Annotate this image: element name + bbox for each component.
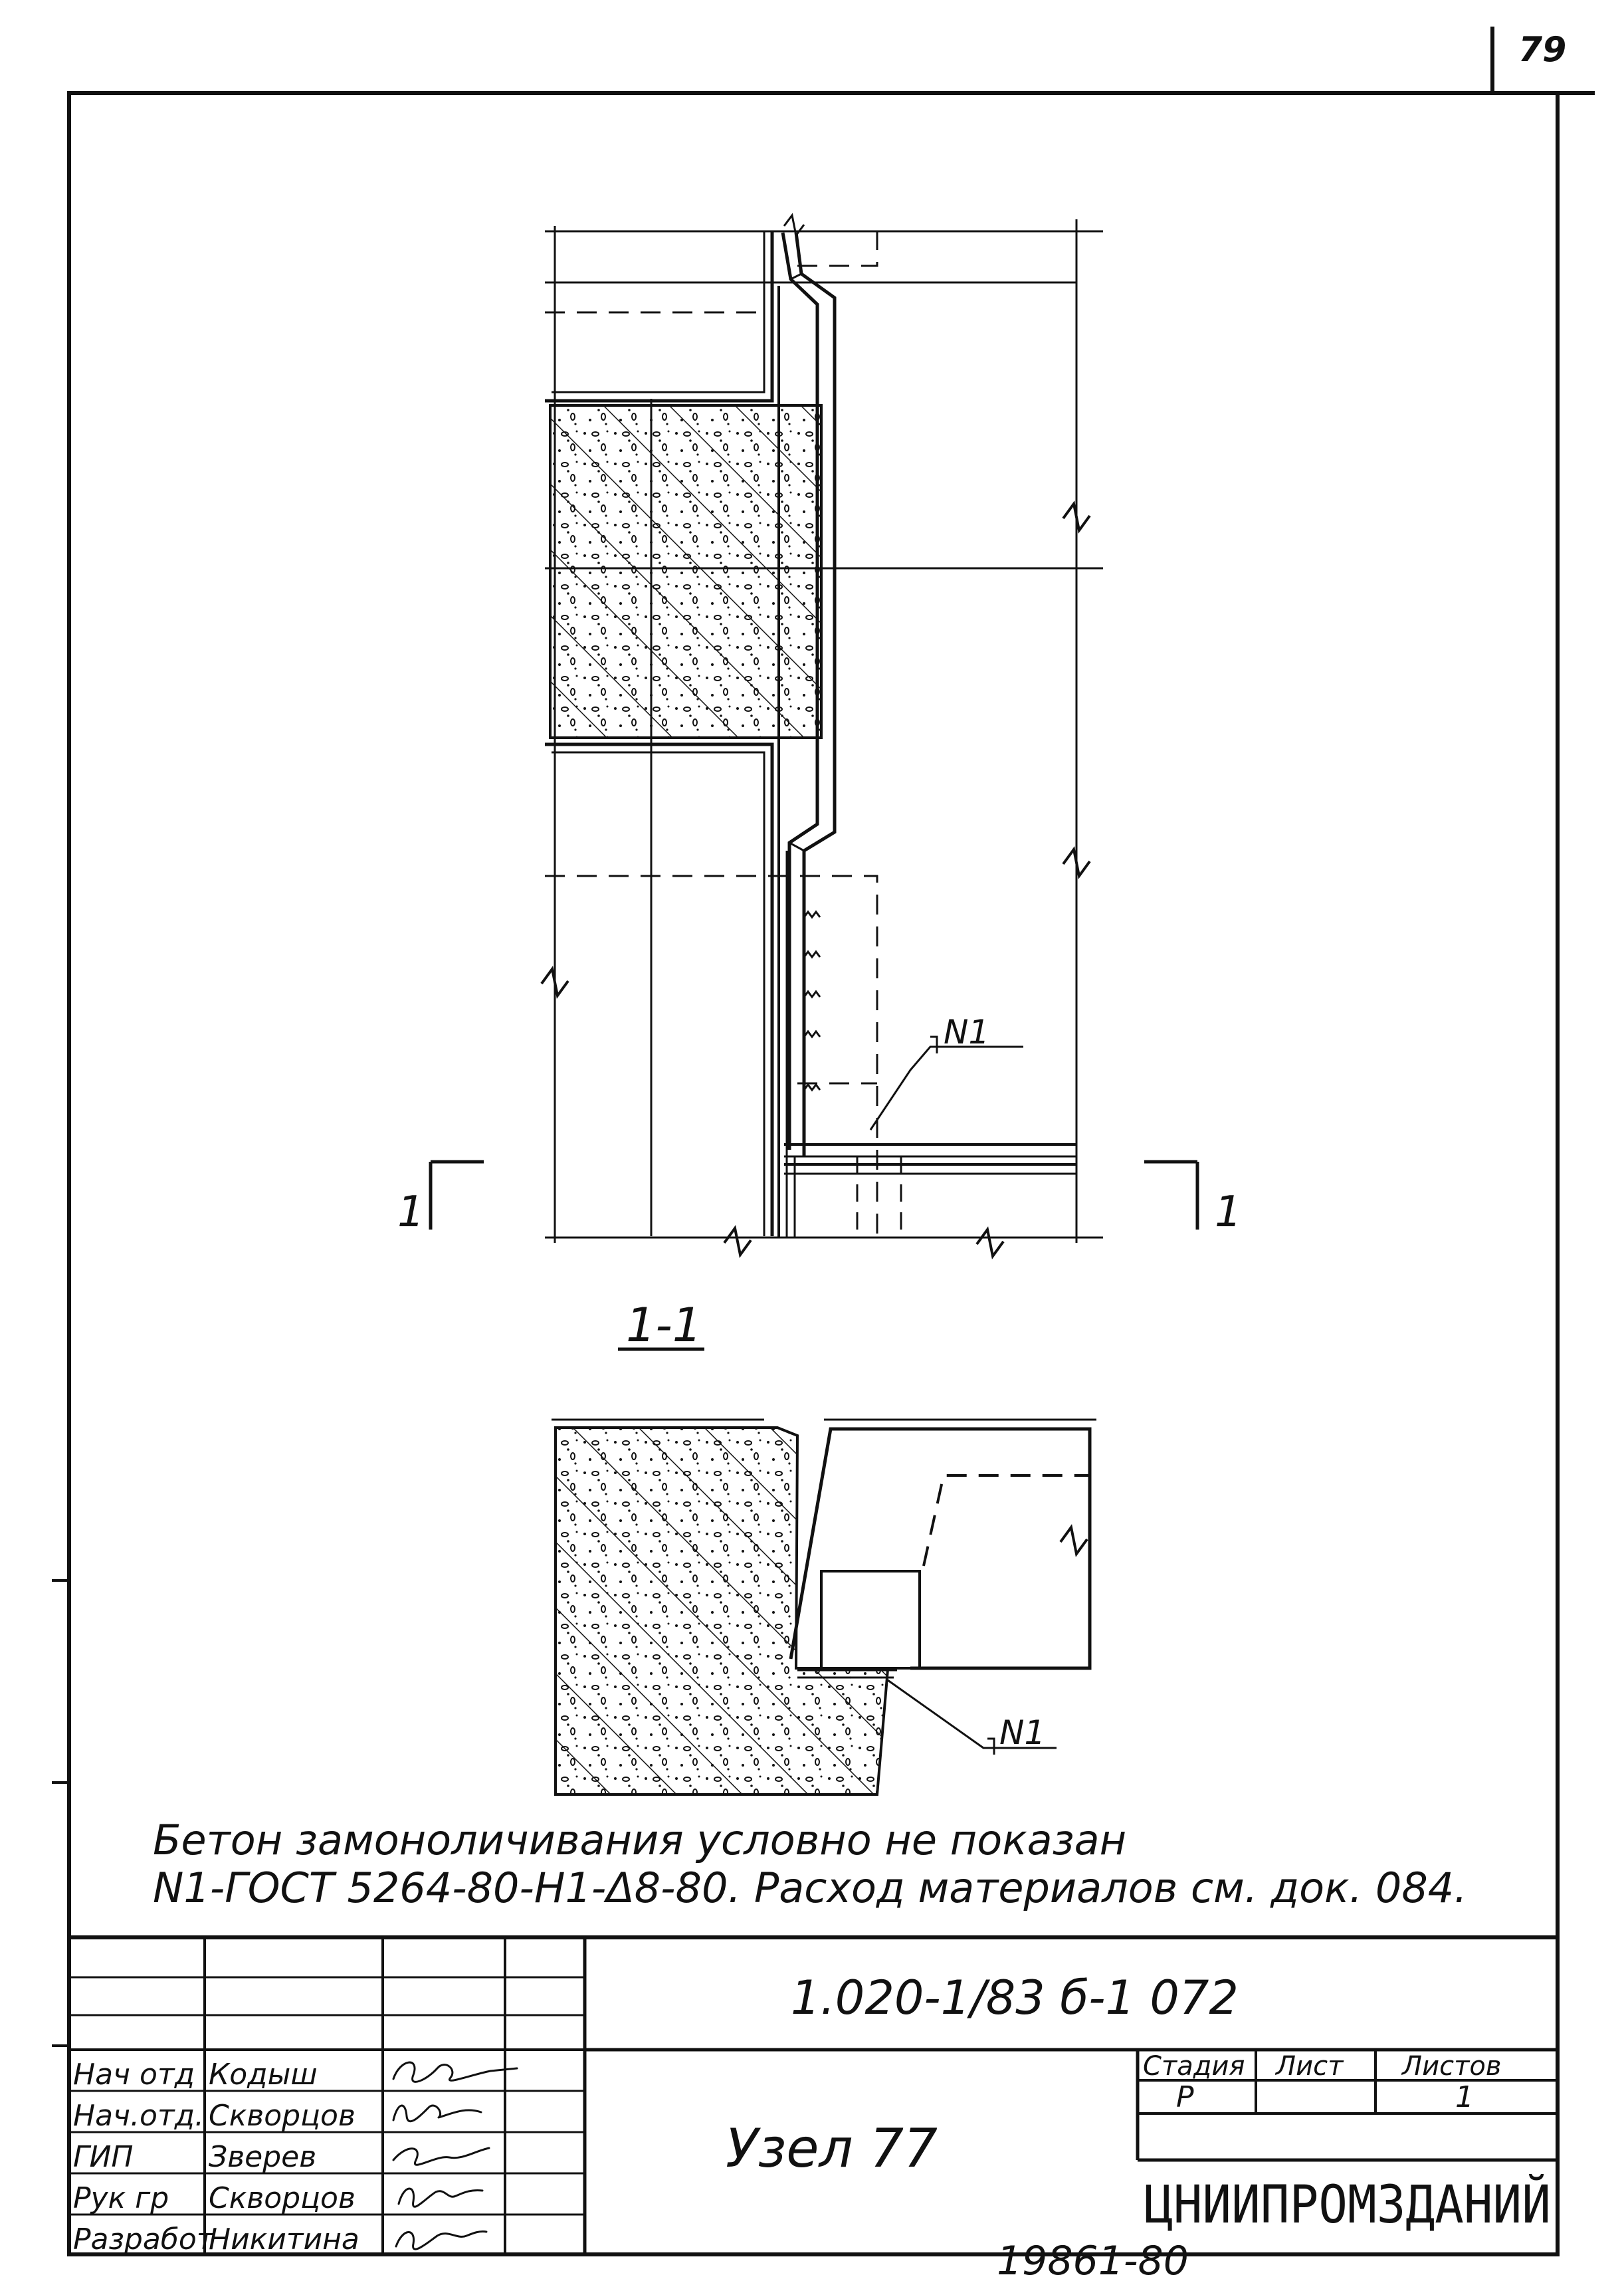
page-number: 79	[1518, 30, 1566, 70]
staff-name: Никитина	[209, 2223, 359, 2256]
organization-name: ЦНИИПРОМЗДАНИЙ	[1144, 2174, 1551, 2235]
page-number-box: 79	[1490, 27, 1595, 95]
staff-role: Нач отд	[73, 2058, 195, 2092]
staff-role: Нач.отд.	[73, 2099, 204, 2133]
note-line-1: Бетон замоноличивания условно не показан	[153, 1816, 1126, 1864]
staff-name: Скворцов	[209, 2099, 355, 2133]
section-view	[552, 1418, 1096, 1796]
document-code: 1.020-1/83 б-1 072	[791, 1971, 1239, 2025]
staff-role: ГИП	[73, 2140, 134, 2174]
staff-role: Рук гр	[73, 2181, 169, 2215]
staff-role: Разработ	[73, 2223, 215, 2256]
stage-header: Стадия	[1143, 2051, 1245, 2082]
signatures	[392, 2061, 518, 2250]
signature	[395, 2230, 488, 2250]
drawing-title: Узел 77	[726, 2117, 938, 2179]
stage-value: Р	[1176, 2080, 1194, 2114]
sheets-header: Листов	[1401, 2051, 1501, 2082]
section-mark-right-label: 1	[1215, 1188, 1242, 1237]
staff-name: Зверев	[209, 2140, 316, 2174]
elevation-view	[540, 213, 1103, 1259]
section-title: 1-1	[626, 1298, 702, 1353]
signature	[397, 2187, 484, 2208]
sheet-header: Лист	[1274, 2051, 1344, 2082]
drawing-frame	[52, 91, 1560, 2256]
staff-name: Кодыш	[209, 2058, 318, 2092]
section-mark-right	[1144, 1160, 1199, 1230]
signature	[392, 2104, 482, 2122]
signature	[392, 2147, 490, 2166]
section-mark-left	[429, 1160, 484, 1230]
callout-n1-lower: N1	[999, 1713, 1045, 1752]
signature	[392, 2061, 518, 2083]
bottom-number: 19861-80	[997, 2238, 1189, 2277]
title-block	[69, 1935, 1558, 2254]
sheets-value: 1	[1455, 2080, 1474, 2114]
staff-name: Скворцов	[209, 2181, 355, 2215]
note-line-2: N1-ГОСТ 5264-80-Н1-Δ8-80. Расход материа…	[153, 1864, 1467, 1912]
callout-n1-upper: N1	[944, 1013, 989, 1051]
section-mark-left-label: 1	[397, 1188, 425, 1237]
